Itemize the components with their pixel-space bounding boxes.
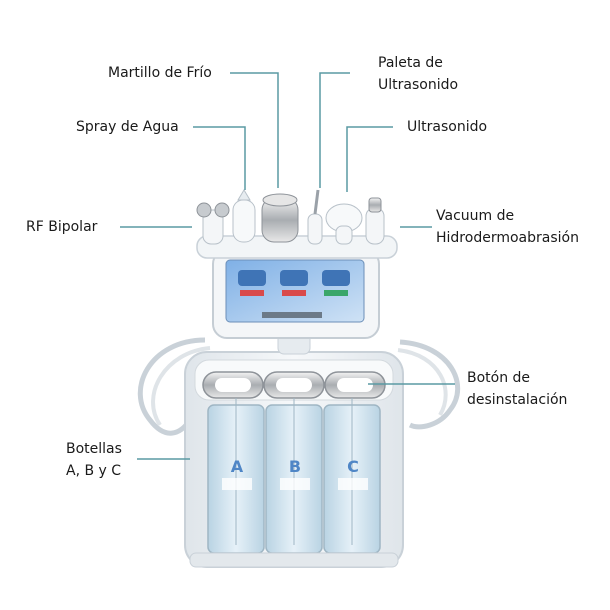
label-boton-de-desinstalacion: Botón de desinstalación bbox=[467, 370, 568, 408]
vacuum-handpiece bbox=[365, 197, 385, 245]
cabinet-base bbox=[189, 552, 399, 568]
leader-martillo bbox=[230, 72, 279, 188]
bottle-letter-c: C bbox=[347, 457, 359, 476]
rf-bipolar-handpiece bbox=[196, 202, 230, 245]
ultrasonic-spatula-handpiece bbox=[307, 189, 323, 245]
bottle-letter-b: B bbox=[289, 457, 301, 476]
ultrasound-handpiece bbox=[325, 203, 363, 245]
leader-spray bbox=[193, 126, 246, 190]
leader-ultrasonido bbox=[346, 126, 393, 192]
left-hose bbox=[137, 337, 206, 436]
right-hose-2 bbox=[397, 348, 448, 417]
water-spray-handpiece bbox=[232, 189, 256, 243]
cold-hammer-handpiece bbox=[261, 193, 299, 243]
label-spray-de-agua: Spray de Agua bbox=[76, 119, 179, 135]
label-rf-bipolar: RF Bipolar bbox=[26, 219, 98, 235]
right-hose bbox=[399, 339, 461, 430]
label-paleta-de-ultrasonido: Paleta de Ultrasonido bbox=[378, 55, 459, 93]
label-martillo-de-frio: Martillo de Frío bbox=[108, 65, 212, 81]
bottle-letter-a: A bbox=[231, 457, 244, 476]
left-hose-2 bbox=[151, 346, 211, 427]
label-ultrasonido: Ultrasonido bbox=[407, 119, 488, 135]
label-botellas-abc: Botellas A, B y C bbox=[66, 441, 122, 479]
label-vacuum-de-hidrodermoabrasion: Vacuum de Hidrodermoabrasión bbox=[436, 208, 579, 246]
leader-paleta bbox=[319, 72, 350, 188]
